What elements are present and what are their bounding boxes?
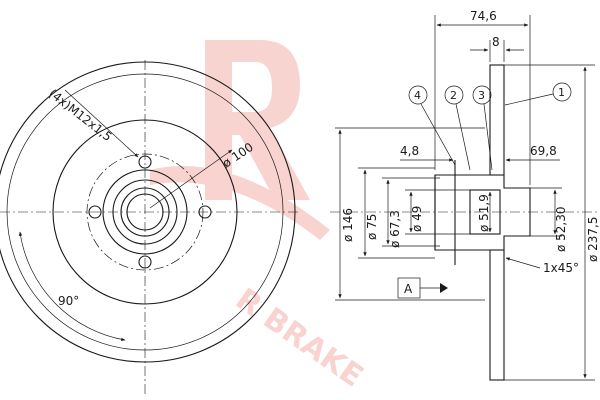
callout-2-label: 2 [450,89,457,102]
bolt-holes [88,155,212,269]
dim-offset: 4,8 [400,144,419,158]
dim-thickness: 8 [492,35,500,49]
hub-bore [126,193,164,231]
pcd-dim-line [149,149,233,209]
hub-bore-inner [120,187,170,237]
angle-arc [18,231,126,342]
bolt-hole-right [198,205,212,219]
callout-3-leader [483,103,493,171]
callout-balloons: 4 2 3 1 [408,82,572,171]
chamfer-leader [505,257,541,269]
callout-4-leader [420,103,456,166]
callout-1-label: 1 [558,86,565,99]
front-view: (4x)M12x1,5 ø 100 90° [0,60,300,395]
callout-3-label: 3 [478,89,485,102]
disc-outer-chamfer [6,73,284,351]
bolt-pcd-circle [86,153,204,271]
dim-width: 74,6 [470,9,497,23]
watermark-logo-r [205,40,310,200]
callout-2 [444,85,464,105]
dim-d51: ø 51,9 [477,194,491,232]
callout-4-label: 4 [414,89,421,102]
section-view: 74,6 8 4,8 69,8 4 2 3 1 ø 146 [330,9,600,381]
bolt-hole-bottom [138,255,152,269]
dim-d52: ø 52,30 [554,206,568,252]
angle-label: 90° [58,294,79,308]
dim-d237: ø 237,5 [586,216,600,262]
hub-bore-outer [112,179,178,245]
datum-triangle [440,283,448,293]
dim-d49: ø 49 [410,206,424,232]
chamfer-note: 1x45° [543,261,579,275]
callout-1-leader [504,93,554,106]
dim-d67: ø 67,3 [388,210,402,248]
bolt-hole-top [138,155,152,169]
thread-leader [64,89,139,158]
disc-ring-bottom [489,249,505,381]
hub-center-ring [102,169,188,255]
bolt-hole-left [88,205,102,219]
dim-d75: ø 75 [365,214,379,240]
callout-4 [408,85,428,105]
dim-height: 69,8 [530,144,557,158]
brand-watermark: R BRAKE [150,40,369,394]
bearing-bore [469,189,501,235]
callout-2-leader [455,103,471,171]
datum-label: A [404,282,413,296]
disc-outer-edge [0,61,296,363]
hub-outer-circle [52,119,238,305]
dim-d146: ø 146 [341,208,355,242]
watermark-text: R BRAKE [229,282,369,395]
watermark-logo-swoosh [150,166,330,240]
callout-1 [552,82,572,102]
callout-3 [472,85,492,105]
thread-label: (4x)M12x1,5 [46,86,114,144]
disc-ring-top [489,64,505,176]
